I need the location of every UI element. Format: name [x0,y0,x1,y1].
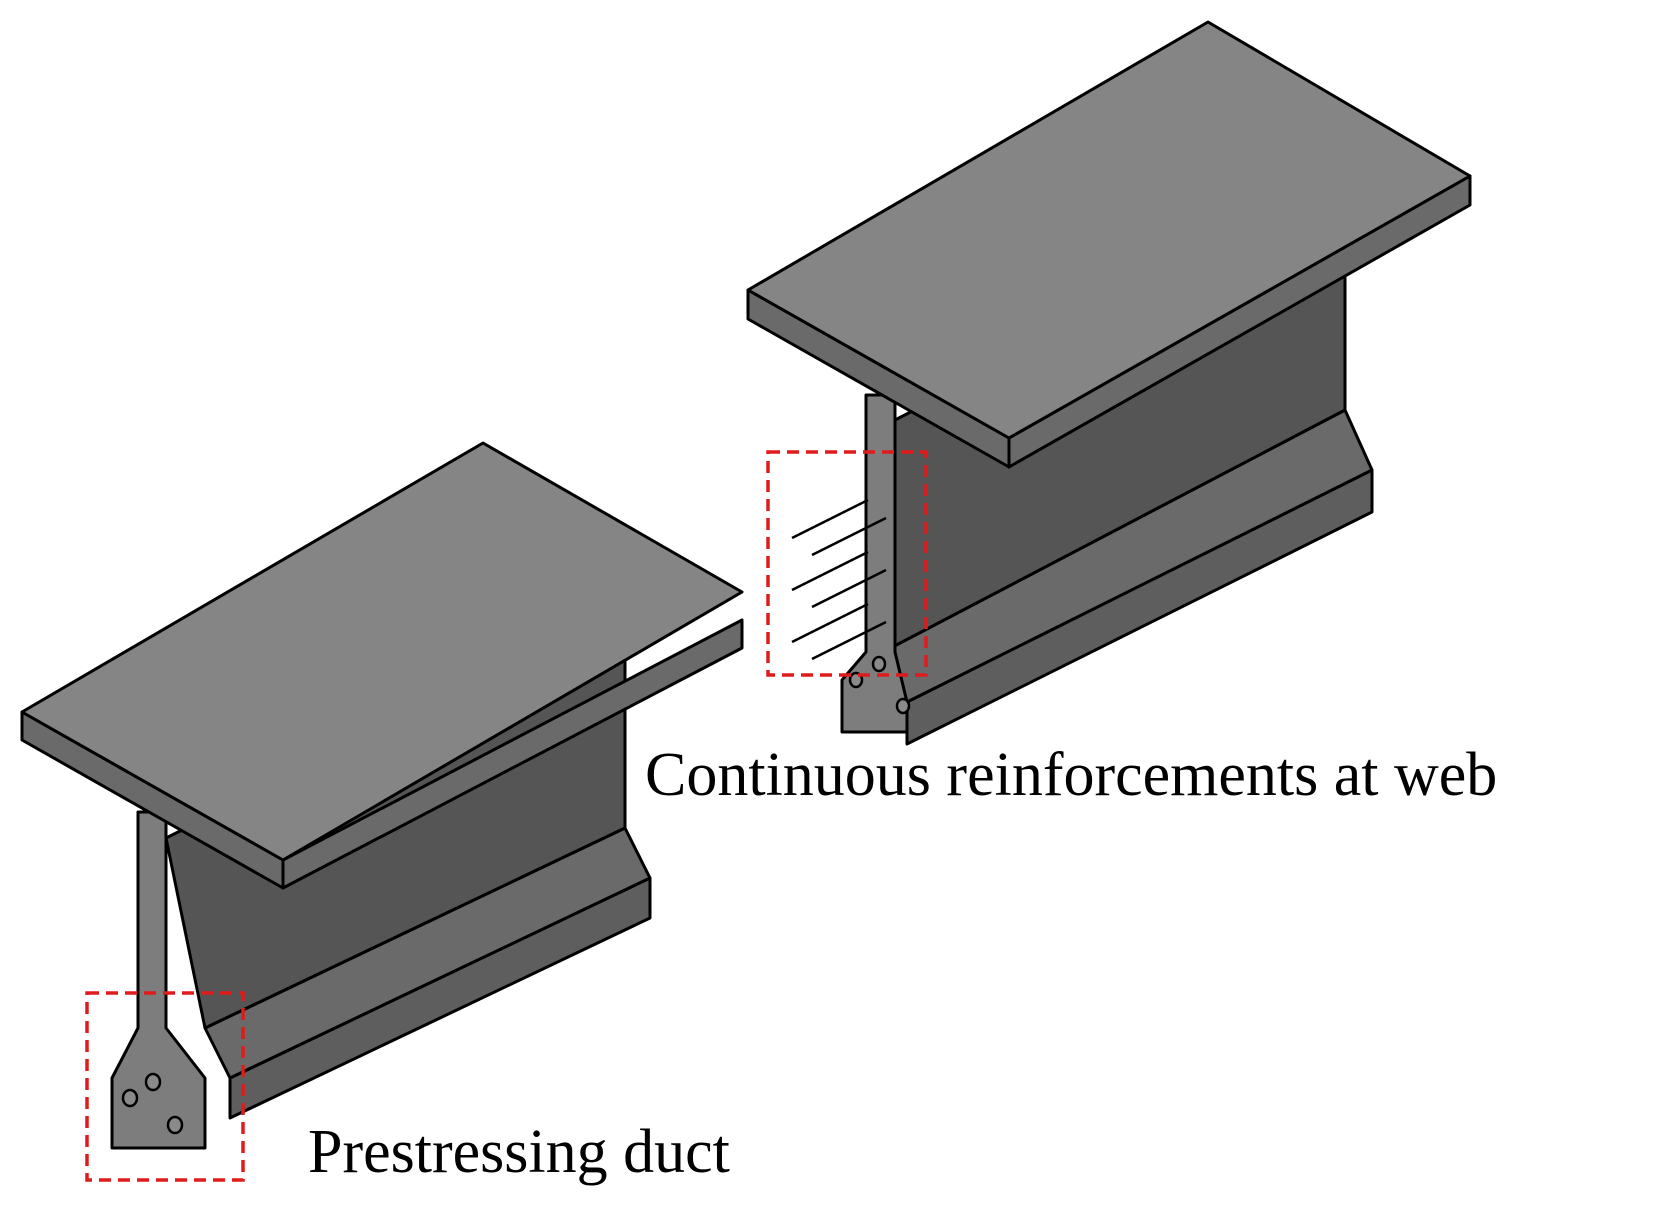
prestressing-duct-label: Prestressing duct [308,1118,730,1186]
web-reinforcement-bars [791,498,887,661]
left-end-section [110,810,207,1150]
left-flange-top-face [20,441,744,862]
right-end-section [840,393,909,734]
right-duct-hole-2 [871,655,887,673]
prestressing-duct-callout [85,991,245,1182]
web-reinforcement-callout [766,450,928,677]
rebar-3a [791,602,869,644]
rebar-2b [811,568,887,609]
web-reinforcement-label: Continuous reinforcements at web [645,741,1497,809]
right-duct-hole-3 [895,697,911,715]
left-duct-hole-3 [166,1115,184,1135]
rebar-1a [791,498,869,540]
right-flange-top-face [746,20,1472,440]
rebar-1b [811,516,887,557]
right-girder-segment [746,20,1472,746]
left-duct-hole-2 [144,1072,162,1092]
left-duct-hole-1 [121,1088,139,1108]
left-flange-side-face [281,618,744,890]
rebar-2a [791,550,869,592]
left-girder-segment [20,441,744,1150]
rebar-3b [811,620,887,661]
